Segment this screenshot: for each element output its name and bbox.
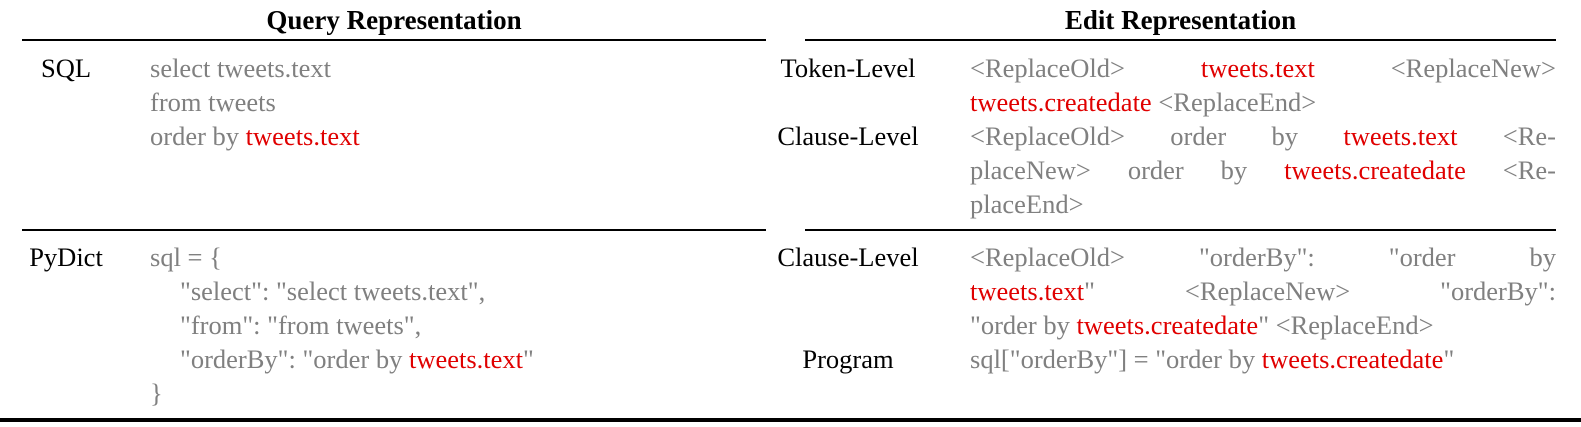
row-label-pydict: PyDict [29,242,103,272]
highlighted-token: tweets.text [1343,121,1458,151]
query-code-line: "select": "select tweets.text", [180,274,485,308]
code-text: <ReplaceOld> [970,53,1201,83]
code-text: "select": "select tweets.text", [180,276,486,306]
query-code-line: order by tweets.text [150,119,360,153]
query-code-line: } [150,376,163,410]
edit-code-line: tweets.text" <ReplaceNew> "orderBy": [970,274,1556,308]
edit-label-token-level: Token-Level [780,53,916,83]
code-text: placeNew> order by [970,155,1285,185]
query-representation-header: Query Representation [266,5,522,35]
code-text: " <ReplaceEnd> [1258,310,1434,340]
edit-label-clause-level: Clause-Level [777,121,919,151]
code-text: placeEnd> [970,189,1084,219]
code-text: } [150,378,163,408]
code-text: <Re- [1465,155,1556,185]
edit-code-line: "order by tweets.createdate" <ReplaceEnd… [970,308,1434,342]
edit-representation-header: Edit Representation [1064,5,1297,35]
query-code-line: select tweets.text [150,51,331,85]
highlighted-token: tweets.text [245,121,360,151]
mid-rule-left [22,229,766,231]
code-text: "from": "from tweets", [180,310,422,340]
query-code-line: sql = { [150,240,222,274]
query-code-line: from tweets [150,85,276,119]
edit-code-line: tweets.createdate <ReplaceEnd> [970,85,1316,119]
code-text: sql["orderBy"] = "order by [970,344,1262,374]
highlighted-token: tweets.createdate [1261,344,1444,374]
code-text: select tweets.text [150,53,332,83]
code-text: <ReplaceOld> "orderBy": "order by [970,242,1556,272]
highlighted-token: tweets.text [970,276,1085,306]
highlighted-token: tweets.text [1200,53,1315,83]
edit-code-line: placeNew> order by tweets.createdate <Re… [970,153,1556,187]
code-text: order by [150,121,246,151]
edit-code-line: <ReplaceOld> "orderBy": "order by [970,240,1556,274]
highlighted-token: tweets.createdate [1284,155,1466,185]
header-rule-right [805,39,1556,41]
code-text: from tweets [150,87,276,117]
header-rule-left [22,39,766,41]
query-code-line: "from": "from tweets", [180,308,421,342]
mid-rule-right [805,229,1556,231]
highlighted-token: tweets.createdate [970,87,1152,117]
edit-code-line: <ReplaceOld> tweets.text <ReplaceNew> [970,51,1556,85]
row-label-sql: SQL [40,53,92,83]
code-text: <ReplaceNew> [1314,53,1556,83]
edit-code-line: <ReplaceOld> order by tweets.text <Re- [970,119,1556,153]
code-text: "orderBy": "order by [180,344,409,374]
edit-code-line: placeEnd> [970,187,1084,221]
query-code-line: "orderBy": "order by tweets.text" [180,342,534,376]
code-text: " <ReplaceNew> "orderBy": [1084,276,1556,306]
code-text: " [523,344,534,374]
code-text: sql = { [150,242,222,272]
edit-label-clause-level: Clause-Level [777,242,919,272]
code-text: <Re- [1457,121,1556,151]
code-text: <ReplaceEnd> [1151,87,1317,117]
highlighted-token: tweets.text [408,344,524,374]
code-text: " [1443,344,1455,374]
code-text: <ReplaceOld> order by [970,121,1344,151]
edit-code-line: sql["orderBy"] = "order by tweets.create… [970,342,1454,376]
edit-label-program: Program [802,344,894,374]
highlighted-token: tweets.createdate [1076,310,1259,340]
code-text: "order by [970,310,1077,340]
bottom-rule [0,418,1581,422]
